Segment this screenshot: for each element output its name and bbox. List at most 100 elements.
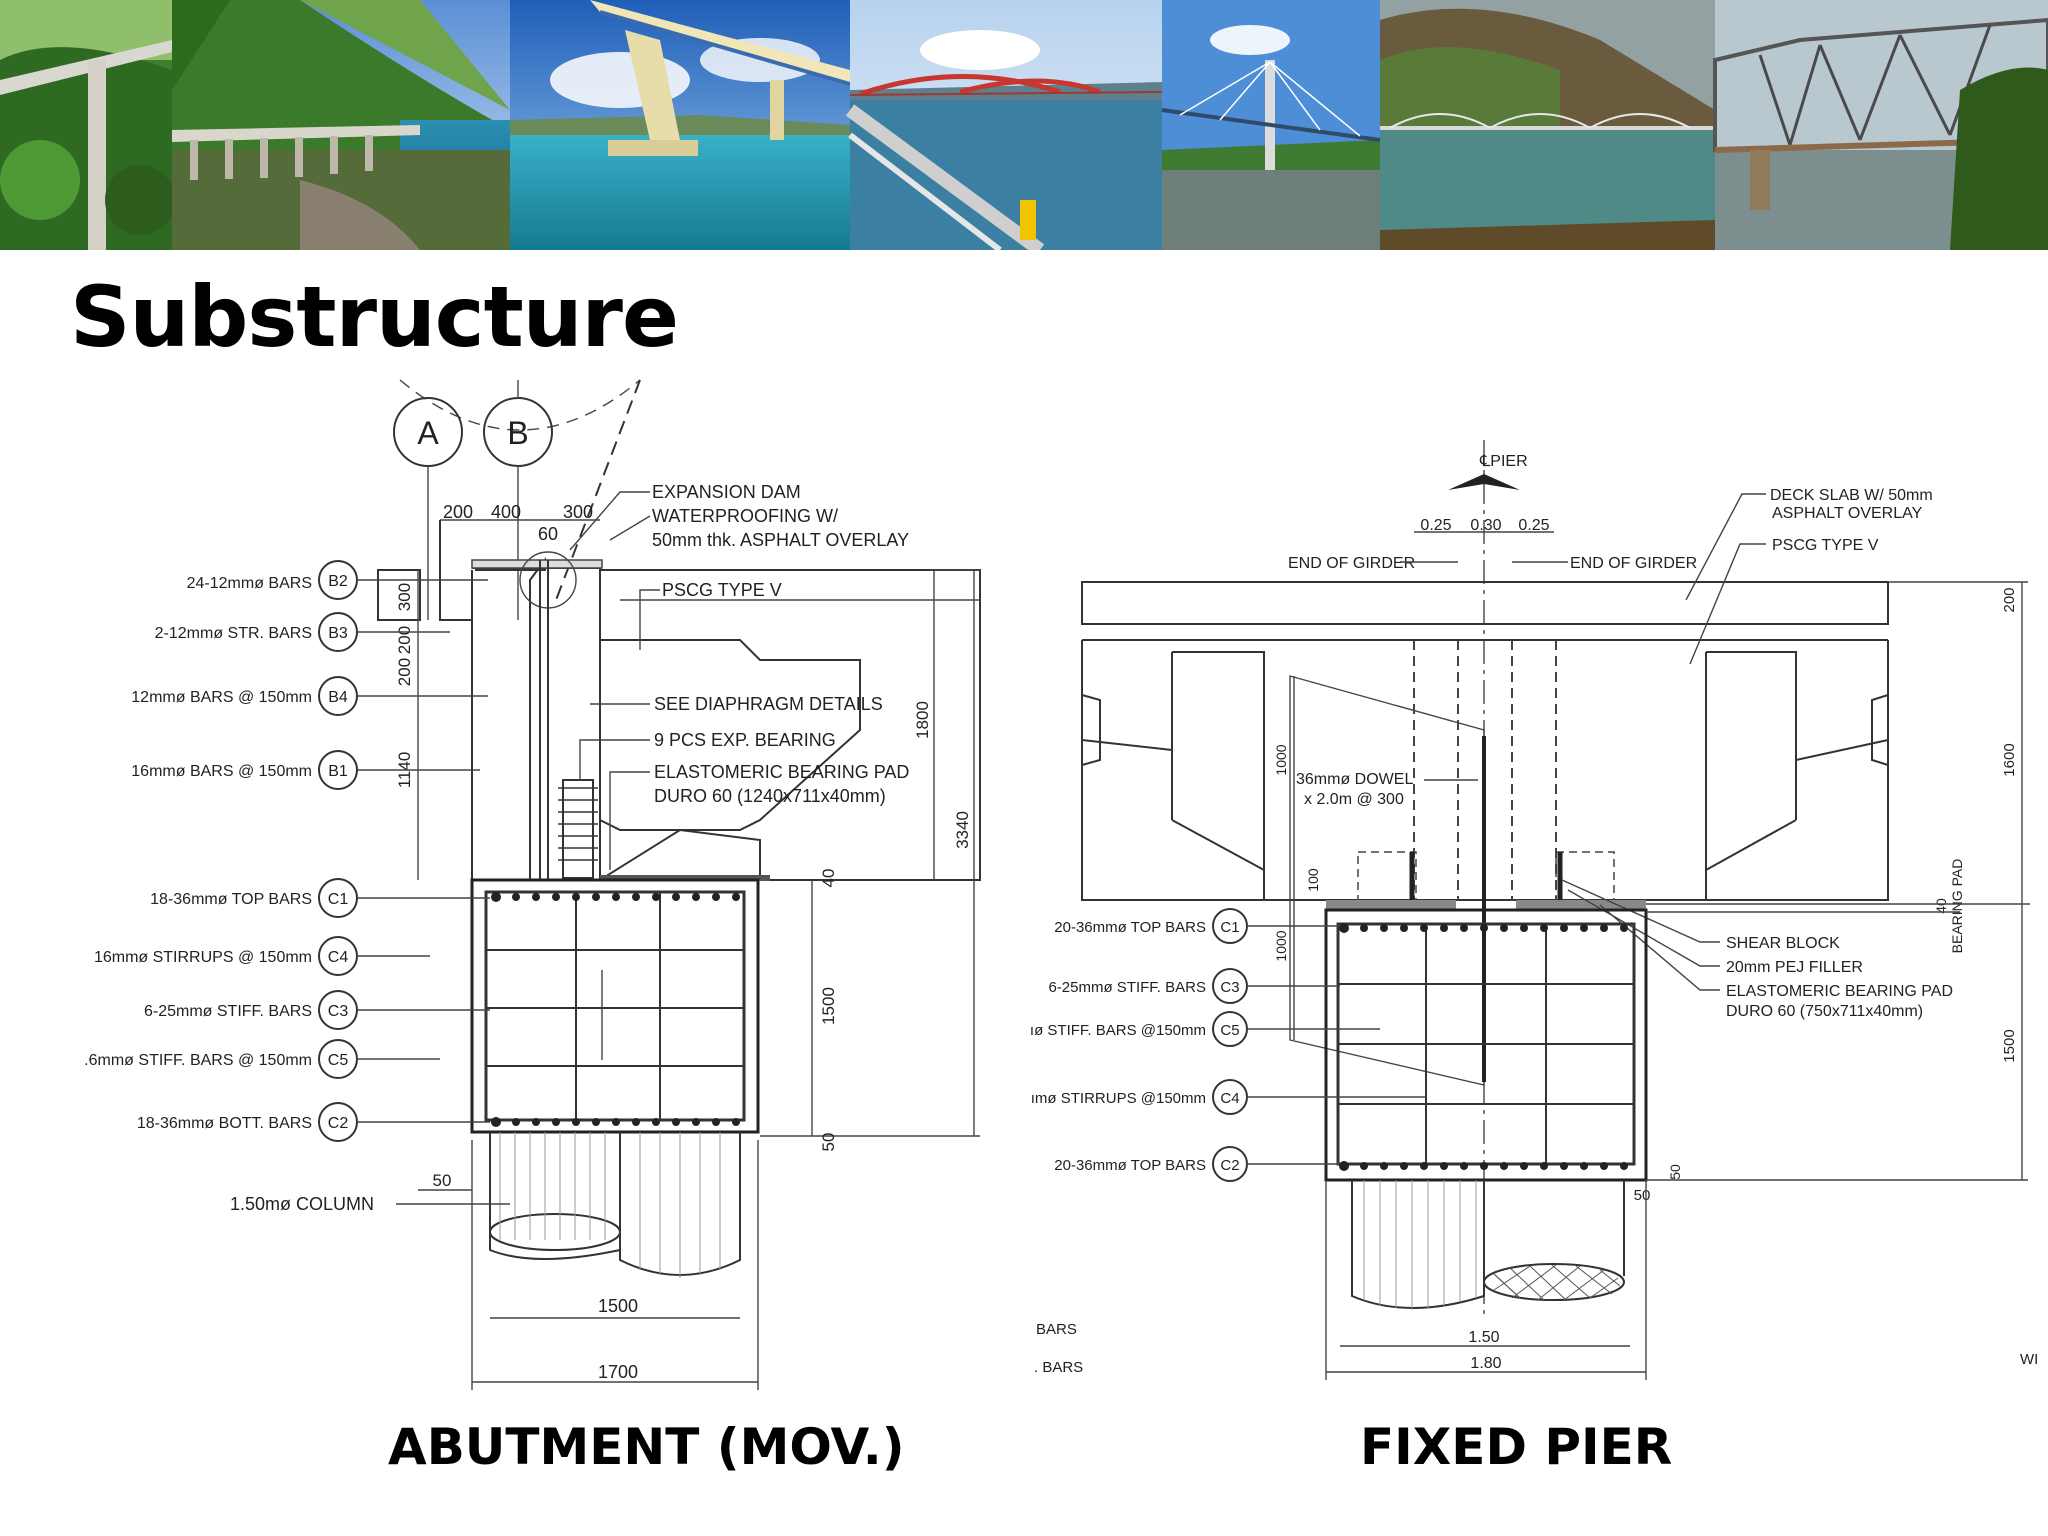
abut-bar-tag: C2: [328, 1115, 349, 1132]
coastal-bridge-photo: [172, 0, 510, 250]
pier-note-pej: 20mm PEJ FILLER: [1726, 959, 1863, 976]
cable-bridge-photo: [510, 0, 851, 250]
abut-note-exp-bearing: 9 PCS EXP. BEARING: [654, 730, 836, 750]
abut-dim-200b: 200: [395, 658, 414, 686]
pier-bar-tag: C4: [1220, 1090, 1239, 1107]
pier-dim-bearing-pad: BEARING PAD: [1949, 859, 1965, 954]
abut-bar-label: 18-36mmø BOTT. BARS: [137, 1115, 312, 1132]
pier-dim-1500: 1500: [2001, 1029, 2018, 1062]
abut-bar-callouts: 24-12mmø BARS B2 2-12mmø STR. BARS B3 12…: [84, 560, 490, 1142]
pier-dim-1000a: 1000: [1273, 744, 1289, 775]
abut-note-expansion-dam: EXPANSION DAM: [652, 482, 801, 502]
pier-end-girder-left: END OF GIRDER: [1288, 555, 1415, 572]
abutment-caption: ABUTMENT (MOV.): [388, 1418, 905, 1476]
abut-bar-label: 2-12mmø STR. BARS: [155, 625, 312, 642]
pier-dim-40: 40: [1933, 898, 1949, 914]
grid-arc: [399, 379, 641, 431]
pier-bar-label: ıø STIFF. BARS @150mm: [1030, 1022, 1206, 1039]
abut-bar-tag: B4: [328, 689, 348, 706]
pier-bar-label: 20-36mmø TOP BARS: [1054, 919, 1206, 936]
abut-column-label: 1.50mø COLUMN: [230, 1194, 374, 1214]
bridge-photo-banner: [0, 0, 2048, 250]
abut-note-diaphragm: SEE DIAPHRAGM DETAILS: [654, 694, 883, 714]
fixed-pier-caption: FIXED PIER: [1360, 1418, 1673, 1476]
pier-dim-200: 200: [2001, 587, 2018, 612]
steel-truss-photo: [1713, 0, 2048, 250]
pier-end-girder-right: END OF GIRDER: [1570, 555, 1697, 572]
abut-bar-label: 16mmø STIRRUPS @ 150mm: [94, 949, 312, 966]
pier-bar-label: 6-25mmø STIFF. BARS: [1048, 979, 1206, 996]
pier-note-deck: DECK SLAB W/ 50mm: [1770, 487, 1933, 504]
abut-dim-1500v: 1500: [819, 987, 838, 1025]
abut-note-pscg: PSCG TYPE V: [662, 580, 782, 600]
abut-dim-40: 40: [819, 869, 838, 888]
pier-bar-tag: C5: [1220, 1022, 1239, 1039]
pier-bar-label: ımø STIRRUPS @150mm: [1031, 1090, 1206, 1107]
truss-bridge-photo: [1380, 0, 1715, 250]
pier-note-bearing-pad: ELASTOMERIC BEARING PAD: [1726, 983, 1953, 1000]
abut-bar-label: 24-12mmø BARS: [187, 575, 312, 592]
abut-bar-tag: C5: [328, 1052, 349, 1069]
abut-dim-1700: 1700: [598, 1362, 638, 1382]
pier-bar-label: 20-36mmø TOP BARS: [1054, 1157, 1206, 1174]
pier-dim-030: 0.30: [1470, 517, 1501, 534]
pier-dowel-line1: 36mmø DOWEL: [1296, 771, 1413, 788]
abut-bar-tag: C3: [328, 1003, 349, 1020]
abut-note-waterproofing: WATERPROOFING W/: [652, 506, 838, 526]
abut-dim-400: 400: [491, 502, 521, 522]
pier-dim-1000b: 1000: [1273, 930, 1289, 961]
abut-bar-tag: C1: [328, 891, 349, 908]
abut-top-bars: [491, 892, 740, 1127]
abut-bar-tag: C4: [328, 949, 349, 966]
pier-bar-callouts: 20-36mmø TOP BARS C1 6-25mmø STIFF. BARS…: [1030, 908, 1426, 1182]
pier-dim-100: 100: [1305, 868, 1321, 892]
abut-dim-300: 300: [563, 502, 593, 522]
abut-bar-label: 6-25mmø STIFF. BARS: [144, 1003, 312, 1020]
abutment-drawing: A B 200 400 300 60: [84, 379, 981, 1390]
pier-fragment-bars: BARS: [1036, 1321, 1077, 1338]
abut-dim-1500h: 1500: [598, 1296, 638, 1316]
pier-dim-150: 1.50: [1468, 1329, 1499, 1346]
pier-dim-025b: 0.25: [1518, 517, 1549, 534]
arch-bridge-photo: [845, 0, 1163, 250]
pier-note-shear-block: SHEAR BLOCK: [1726, 935, 1840, 952]
abut-note-duro: DURO 60 (1240x711x40mm): [654, 786, 886, 806]
pier-fragment-wi: WI: [2020, 1351, 2038, 1368]
abut-bar-tag: B2: [328, 573, 348, 590]
abut-dim-60: 60: [538, 524, 558, 544]
abut-bar-tag: B1: [328, 763, 348, 780]
abut-dim-50r: 50: [819, 1133, 838, 1152]
pier-note-pscg: PSCG TYPE V: [1772, 537, 1879, 554]
pier-dim-1600: 1600: [2001, 743, 2018, 776]
pier-bar-tag: C1: [1220, 919, 1239, 936]
grid-label-b: B: [507, 415, 528, 451]
abut-dim-50l: 50: [433, 1171, 452, 1190]
abut-bar-label: 18-36mmø TOP BARS: [150, 891, 312, 908]
slide-title: Substructure: [70, 268, 679, 366]
pier-bar-tag: C3: [1220, 979, 1239, 996]
pier-dim-180: 1.80: [1470, 1355, 1501, 1372]
pier-fragment-dot-bars: . BARS: [1034, 1359, 1083, 1376]
pier-note-duro: DURO 60 (750x711x40mm): [1726, 1003, 1923, 1020]
pier-dim-025a: 0.25: [1420, 517, 1451, 534]
abut-bar-tag: B3: [328, 625, 348, 642]
abut-note-bearing-pad: ELASTOMERIC BEARING PAD: [654, 762, 909, 782]
pier-dowel-line2: x 2.0m @ 300: [1304, 791, 1404, 808]
abut-dim-3340: 3340: [953, 811, 972, 849]
abut-bar-label: 16mmø BARS @ 150mm: [131, 763, 312, 780]
pier-dim-50a: 50: [1667, 1164, 1683, 1180]
pier-top-bars: [1339, 923, 1628, 1171]
abut-bar-label: .6mmø STIFF. BARS @ 150mm: [84, 1052, 312, 1069]
abut-dim-300v: 300: [395, 583, 414, 611]
abut-bar-label: 12mmø BARS @ 150mm: [131, 689, 312, 706]
abut-note-asphalt: 50mm thk. ASPHALT OVERLAY: [652, 530, 909, 550]
pier-note-asphalt: ASPHALT OVERLAY: [1772, 505, 1923, 522]
pier-dim-50b: 50: [1634, 1187, 1651, 1204]
abut-dim-200a: 200: [395, 626, 414, 654]
pier-bar-tag: C2: [1220, 1157, 1239, 1174]
abut-dim-200: 200: [443, 502, 473, 522]
abut-dim-1800: 1800: [913, 701, 932, 739]
viaduct-photo: [0, 0, 175, 250]
cable-stayed-photo: [1161, 0, 1381, 250]
